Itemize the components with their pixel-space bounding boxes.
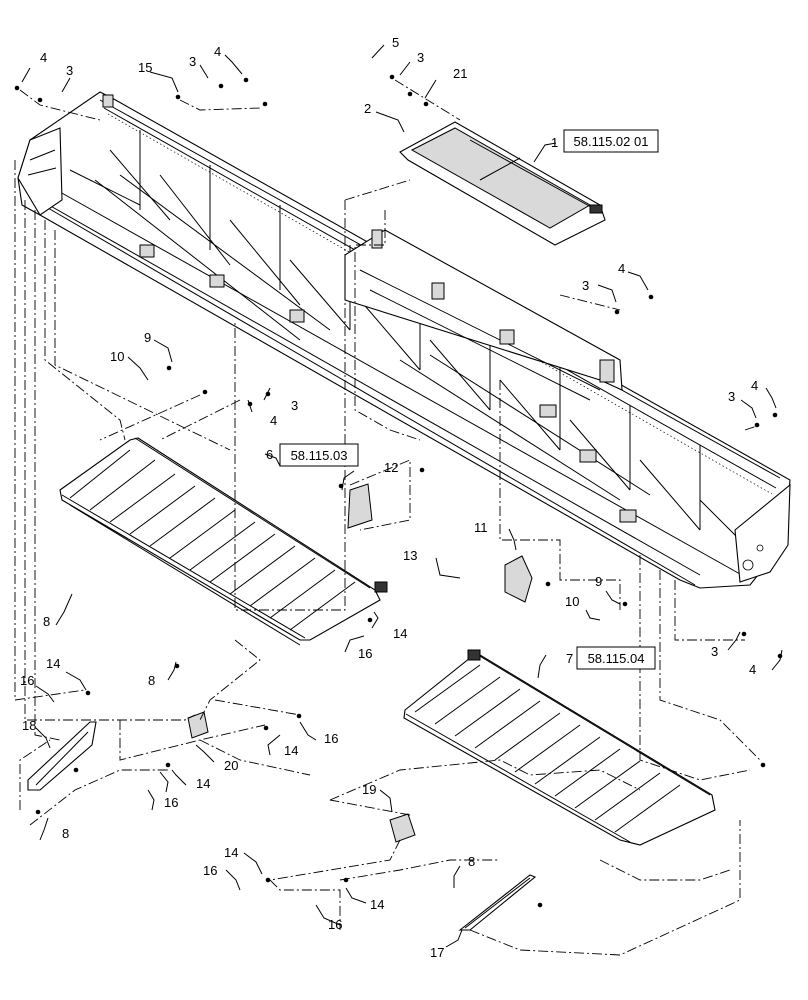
callout-8: 8 [43,614,50,629]
callout-3: 3 [66,63,73,78]
callout-1: 1 [551,135,558,150]
part-18-seal-strip [27,721,97,791]
callout-4: 4 [214,44,221,59]
reference-label-7: 58.115.04 [588,651,645,666]
callout-4: 4 [751,378,758,393]
callout-19: 19 [362,782,376,797]
callout-4: 4 [618,261,625,276]
assembly-leader-lines [14,79,761,956]
callout-4: 4 [40,50,47,65]
part-6-lower-panel-left [59,437,388,646]
callout-6: 6 [266,447,273,462]
part-20-bracket [187,711,209,739]
callout-3: 3 [291,398,298,413]
callout-14: 14 [46,656,60,671]
callout-10: 10 [565,594,579,609]
callout-14: 14 [284,743,298,758]
callout-15: 15 [138,60,152,75]
callout-16: 16 [203,863,217,878]
part-11-shield [504,555,533,603]
reference-box-6[interactable]: 58.115.03 [279,443,359,467]
callout-14: 14 [224,845,238,860]
reference-label-1: 58.115.02 01 [574,134,649,149]
callout-2: 2 [364,101,371,116]
callout-10: 10 [110,349,124,364]
callout-7: 7 [566,651,573,666]
callout-3: 3 [417,50,424,65]
callout-12: 12 [384,460,398,475]
callout-16: 16 [328,917,342,932]
part-17-seal-strip [458,874,537,931]
callout-8: 8 [468,854,475,869]
callout-13: 13 [403,548,417,563]
part-19-bracket [389,813,416,843]
part-7-lower-panel-right [403,649,716,846]
callout-numbers: 4 3 15 3 4 5 3 21 2 1 3 4 9 10 3 4 3 4 6… [20,35,758,960]
callout-5: 5 [392,35,399,50]
callout-4: 4 [270,413,277,428]
reference-box-1[interactable]: 58.115.02 01 [563,129,659,153]
callout-4: 4 [749,662,756,677]
reference-label-6: 58.115.03 [291,448,348,463]
callout-8: 8 [62,826,69,841]
part-1-cover-panel [399,121,606,246]
callout-9: 9 [144,330,151,345]
callout-9: 9 [595,574,602,589]
callout-3: 3 [728,389,735,404]
main-frame [17,91,791,589]
reference-box-7[interactable]: 58.115.04 [576,646,656,670]
callout-21: 21 [453,66,467,81]
callout-ticks [21,44,783,948]
callout-3: 3 [189,54,196,69]
part-12-shield [347,483,373,529]
callout-18: 18 [22,718,36,733]
callout-8: 8 [148,673,155,688]
callout-14: 14 [196,776,210,791]
callout-17: 17 [430,945,444,960]
callout-16: 16 [20,673,34,688]
callout-3: 3 [711,644,718,659]
callout-20: 20 [224,758,238,773]
callout-16: 16 [164,795,178,810]
callout-14: 14 [393,626,407,641]
callout-16: 16 [324,731,338,746]
callout-14: 14 [370,897,384,912]
callout-16: 16 [358,646,372,661]
callout-11: 11 [474,520,488,535]
callout-3: 3 [582,278,589,293]
